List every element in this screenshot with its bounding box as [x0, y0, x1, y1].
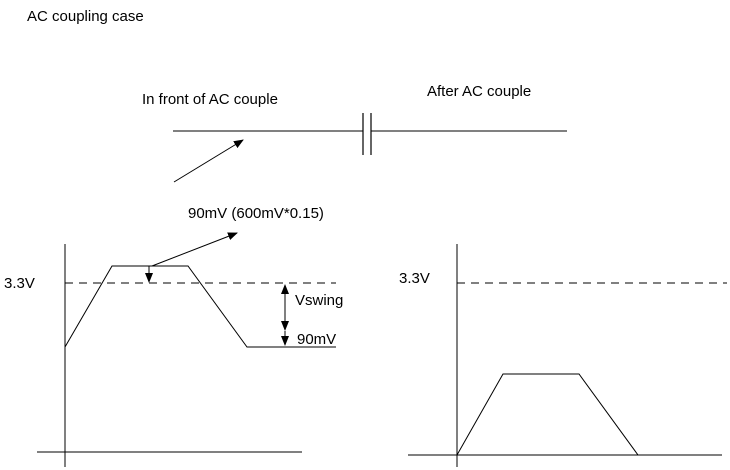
right-3v3-label: 3.3V: [399, 270, 430, 287]
droop-label: 90mV (600mV*0.15): [188, 205, 324, 222]
diagram-title: AC coupling case: [27, 8, 144, 25]
vswing-label: Vswing: [295, 292, 343, 309]
after-waveform-plot: 3.3V: [399, 244, 727, 467]
droop-pointer-arrow: [151, 232, 238, 267]
coupling-circuit: In front of AC couple After AC couple: [142, 83, 567, 183]
front-waveform-plot: 90mV (600mV*0.15) 3.3V Vswing 90mV: [4, 205, 343, 467]
label-after-ac-couple: After AC couple: [427, 83, 531, 100]
front-signal-trace: [64, 265, 336, 348]
front-pointer-arrow: [173, 139, 244, 183]
label-in-front-of-ac-couple: In front of AC couple: [142, 91, 278, 108]
left-3v3-label: 3.3V: [4, 275, 35, 292]
offset-label: 90mV: [297, 331, 336, 348]
after-signal-trace: [456, 373, 692, 456]
